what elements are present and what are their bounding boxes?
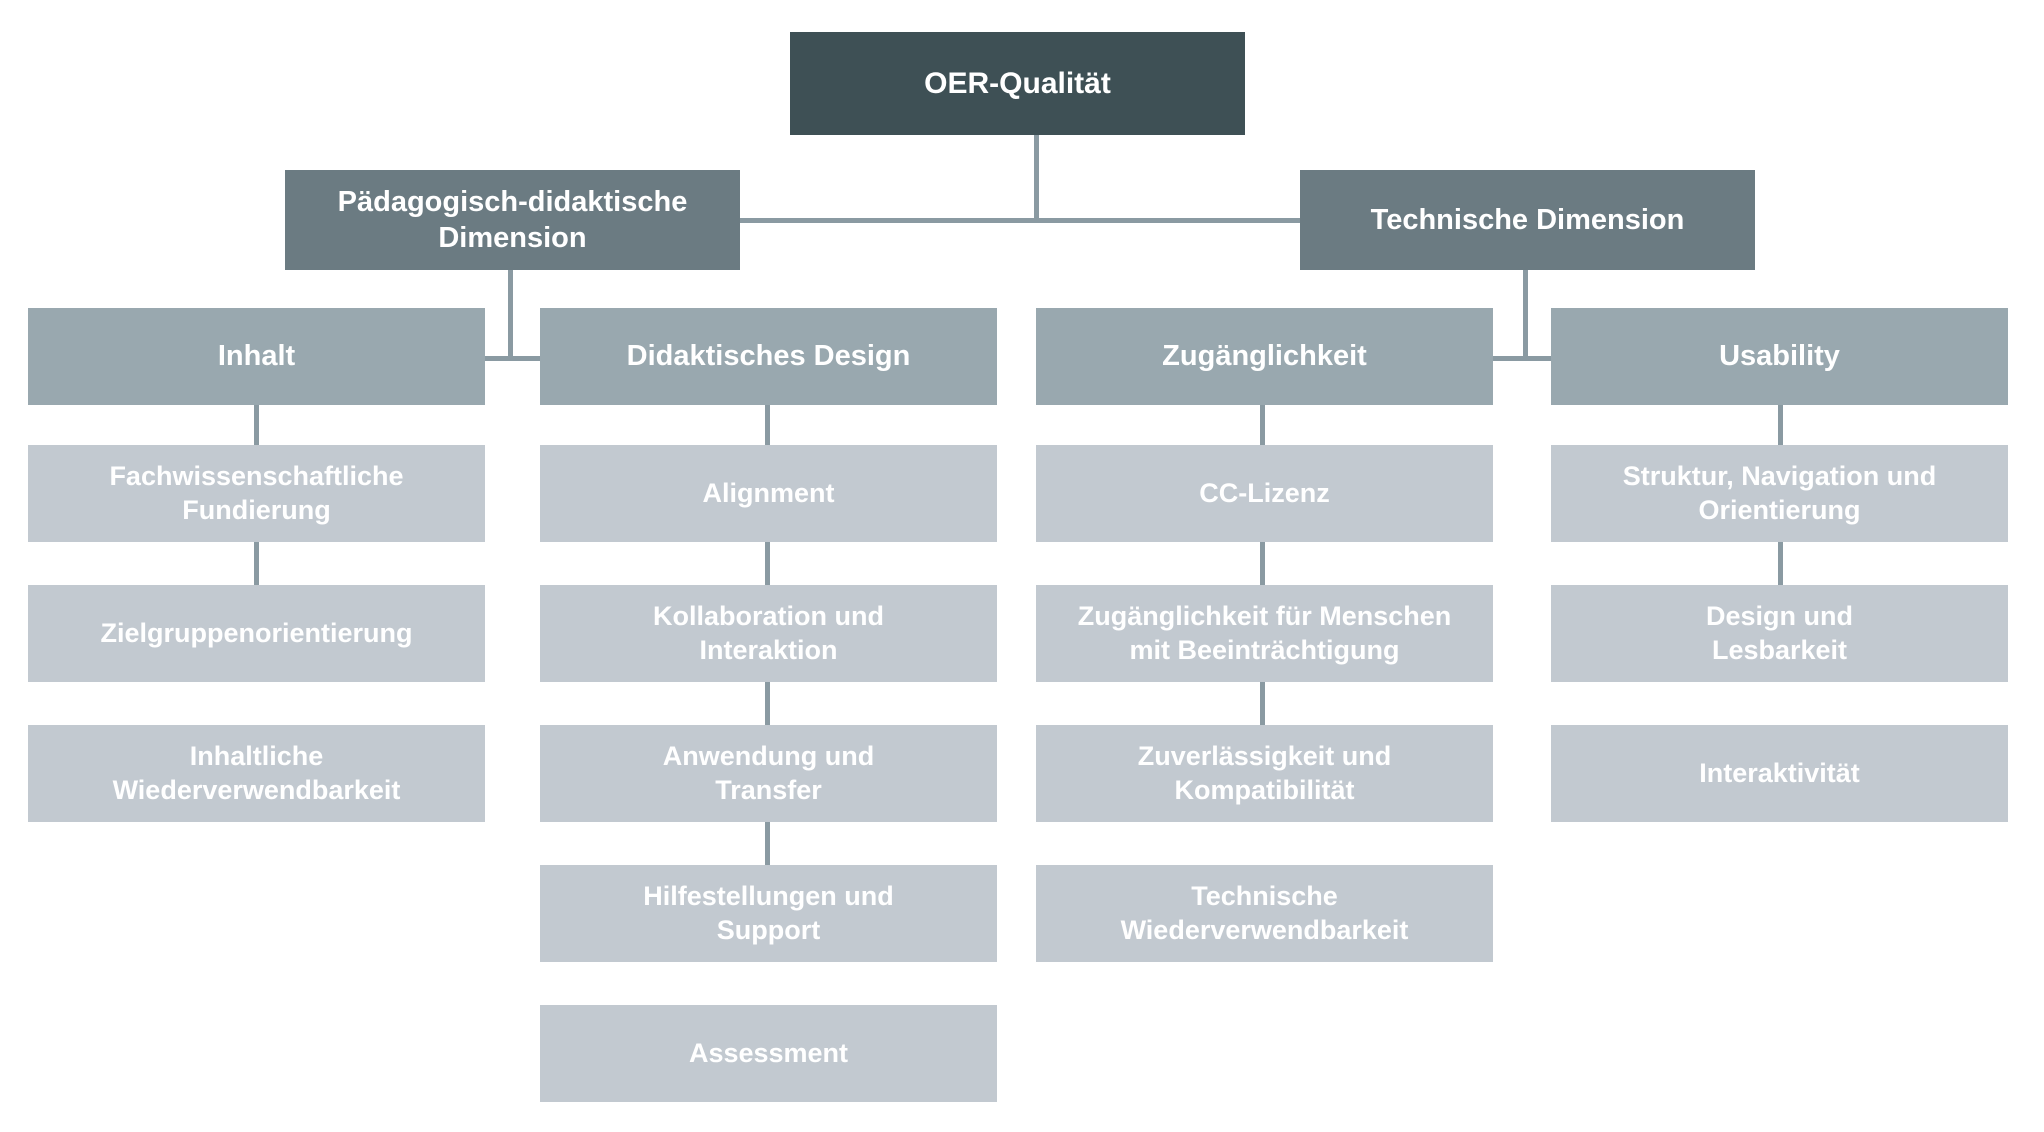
connector-root-stem [1034, 135, 1039, 220]
node-criterion-zuverlaessigkeit-und-kompatibilitaet[interactable]: Zuverlässigkeit und Kompatibilität [1036, 725, 1493, 822]
node-category-inhalt[interactable]: Inhalt [28, 308, 485, 405]
node-technische-dimension[interactable]: Technische Dimension [1300, 170, 1755, 270]
node-criterion-kollaboration-und-interaktion[interactable]: Kollaboration und Interaktion [540, 585, 997, 682]
node-criterion-fachwissenschaftliche-fundierung[interactable]: Fachwissenschaftliche Fundierung [28, 445, 485, 542]
node-criterion-anwendung-und-transfer[interactable]: Anwendung und Transfer [540, 725, 997, 822]
node-criterion-zugaenglichkeit-fuer-menschen-mit-beeintraechtigung[interactable]: Zugänglichkeit für Menschen mit Beeinträ… [1036, 585, 1493, 682]
node-criterion-struktur-navigation-und-orientierung[interactable]: Struktur, Navigation und Orientierung [1551, 445, 2008, 542]
node-oer-qualitaet[interactable]: OER-Qualität [790, 32, 1245, 135]
node-criterion-alignment[interactable]: Alignment [540, 445, 997, 542]
connector-dimension-technical-stem [1523, 270, 1528, 361]
node-criterion-cc-lizenz[interactable]: CC-Lizenz [1036, 445, 1493, 542]
node-criterion-technische-wiederverwendbarkeit[interactable]: Technische Wiederverwendbarkeit [1036, 865, 1493, 962]
node-criterion-zielgruppenorientierung[interactable]: Zielgruppenorientierung [28, 585, 485, 682]
node-criterion-inhaltliche-wiederverwendbarkeit[interactable]: Inhaltliche Wiederverwendbarkeit [28, 725, 485, 822]
node-criterion-assessment[interactable]: Assessment [540, 1005, 997, 1102]
node-criterion-design-und-lesbarkeit[interactable]: Design und Lesbarkeit [1551, 585, 2008, 682]
node-category-zugaenglichkeit[interactable]: Zugänglichkeit [1036, 308, 1493, 405]
node-criterion-hilfestellungen-und-support[interactable]: Hilfestellungen und Support [540, 865, 997, 962]
connector-dimension-pedagogical-bus [483, 356, 543, 361]
node-category-usability[interactable]: Usability [1551, 308, 2008, 405]
node-criterion-interaktivitaet[interactable]: Interaktivität [1551, 725, 2008, 822]
connector-dimension-pedagogical-stem [508, 270, 513, 361]
node-category-didaktisches-design[interactable]: Didaktisches Design [540, 308, 997, 405]
connector-dimension-technical-bus [1493, 356, 1553, 361]
connector-root-bus [737, 218, 1303, 223]
node-paedagogisch-didaktische-dimension[interactable]: Pädagogisch-didaktische Dimension [285, 170, 740, 270]
